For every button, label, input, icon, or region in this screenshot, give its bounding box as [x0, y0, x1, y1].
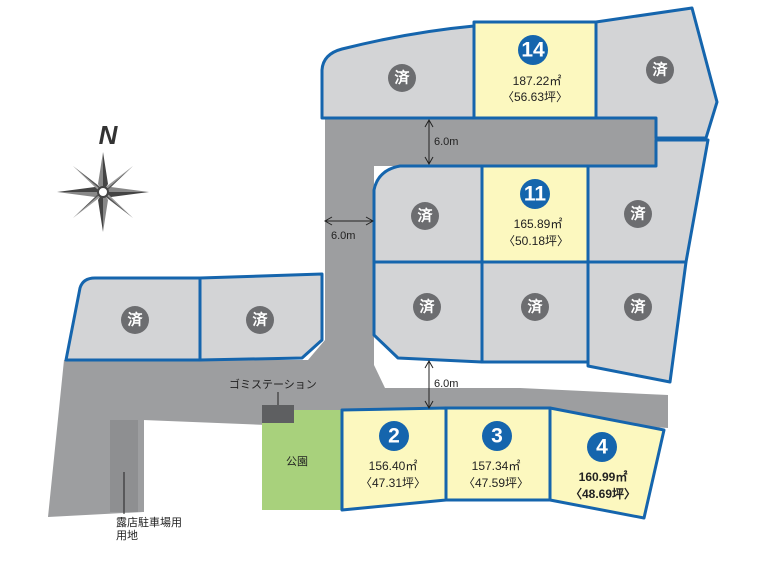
- parking-lot-label-line2: 用地: [116, 529, 138, 542]
- lot-3-label: 3 157.34㎡ 〈47.59坪〉: [463, 421, 529, 490]
- sold-marker: 済: [624, 200, 652, 228]
- sold-marker: 済: [413, 293, 441, 321]
- sold-mark-text: 済: [127, 311, 143, 329]
- lot-number: 11: [524, 183, 547, 206]
- lot-4[interactable]: [548, 406, 666, 520]
- road-width-dimension-north: 6.0m: [424, 118, 458, 166]
- lot-area-m2: 187.22㎡: [513, 74, 562, 88]
- lot-area-tsubo: 〈47.31坪〉: [360, 476, 426, 490]
- road-width-label: 6.0m: [331, 230, 355, 242]
- sold-marker: 済: [121, 306, 149, 334]
- lot-area-m2: 157.34㎡: [472, 459, 521, 473]
- sold-mark-text: 済: [527, 298, 543, 316]
- lot-number: 14: [521, 39, 545, 62]
- road-width-label: 6.0m: [434, 136, 458, 148]
- garbage-station-callout: ゴミステーション: [229, 377, 317, 405]
- compass-rose-icon: [57, 152, 149, 232]
- lot-area-m2: 165.89㎡: [514, 217, 563, 231]
- sold-marker: 済: [646, 56, 674, 84]
- sold-mark-text: 済: [419, 298, 435, 316]
- lot-area-tsubo: 〈56.63坪〉: [502, 90, 568, 104]
- lot-number: 3: [491, 425, 503, 448]
- compass-north-label: N: [99, 120, 119, 150]
- sold-marker: 済: [521, 293, 549, 321]
- park-area: [262, 410, 342, 510]
- parking-lot-callout: 露店駐車場用 用地: [116, 472, 182, 542]
- lot-sold-lower-right: [586, 260, 688, 384]
- lot-2-label: 2 156.40㎡ 〈47.31坪〉: [360, 421, 426, 490]
- sold-mark-text: 済: [630, 205, 646, 223]
- lot-area-m2: 160.99㎡: [579, 469, 628, 484]
- sold-marker: 済: [411, 202, 439, 230]
- road-width-dimension-west: 6.0m: [323, 216, 375, 242]
- sold-mark-text: 済: [417, 207, 433, 225]
- road-width-label: 6.0m: [434, 378, 458, 390]
- sold-marker: 済: [246, 306, 274, 334]
- lot-area-tsubo: 〈50.18坪〉: [503, 234, 569, 248]
- sold-mark-text: 済: [252, 311, 268, 329]
- sold-mark-text: 済: [630, 298, 646, 316]
- sold-mark-text: 済: [394, 69, 410, 87]
- road-width-dimension-south: 6.0m: [424, 359, 458, 410]
- lot-4-label: 4 160.99㎡ 〈48.69坪〉: [570, 432, 636, 501]
- park-label: 公園: [286, 455, 308, 468]
- lot-14-label: 14 187.22㎡ 〈56.63坪〉: [502, 35, 568, 104]
- sold-mark-text: 済: [652, 61, 668, 79]
- lot-area-m2: 156.40㎡: [369, 459, 418, 473]
- lot-number: 2: [388, 425, 400, 448]
- garbage-station-label: ゴミステーション: [229, 377, 317, 391]
- lot-area-tsubo: 〈48.69坪〉: [570, 486, 636, 501]
- parking-lot-label: 露店駐車場用: [116, 515, 182, 529]
- sold-marker: 済: [624, 293, 652, 321]
- lot-number: 4: [596, 436, 608, 459]
- sold-marker: 済: [388, 64, 416, 92]
- lot-11-label: 11 165.89㎡ 〈50.18坪〉: [503, 179, 569, 248]
- garbage-station-area: [262, 405, 294, 423]
- lot-area-tsubo: 〈47.59坪〉: [463, 476, 529, 490]
